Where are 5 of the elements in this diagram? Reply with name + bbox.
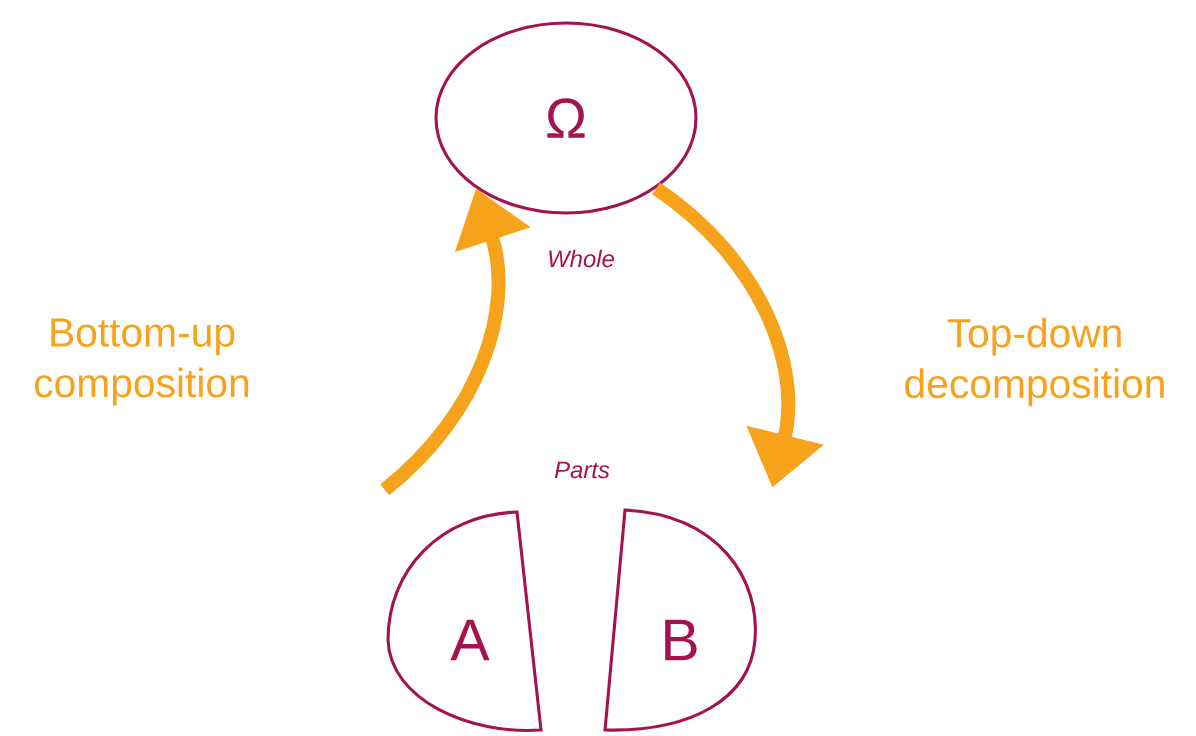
node-label: Whole [549, 249, 614, 268]
part-label: Parts [554, 461, 610, 479]
ellipse-node: Ω [434, 21, 698, 215]
edge-label: Bottom-up composition [35, 318, 249, 406]
edge-label: Top-down decomposition [905, 317, 1164, 407]
